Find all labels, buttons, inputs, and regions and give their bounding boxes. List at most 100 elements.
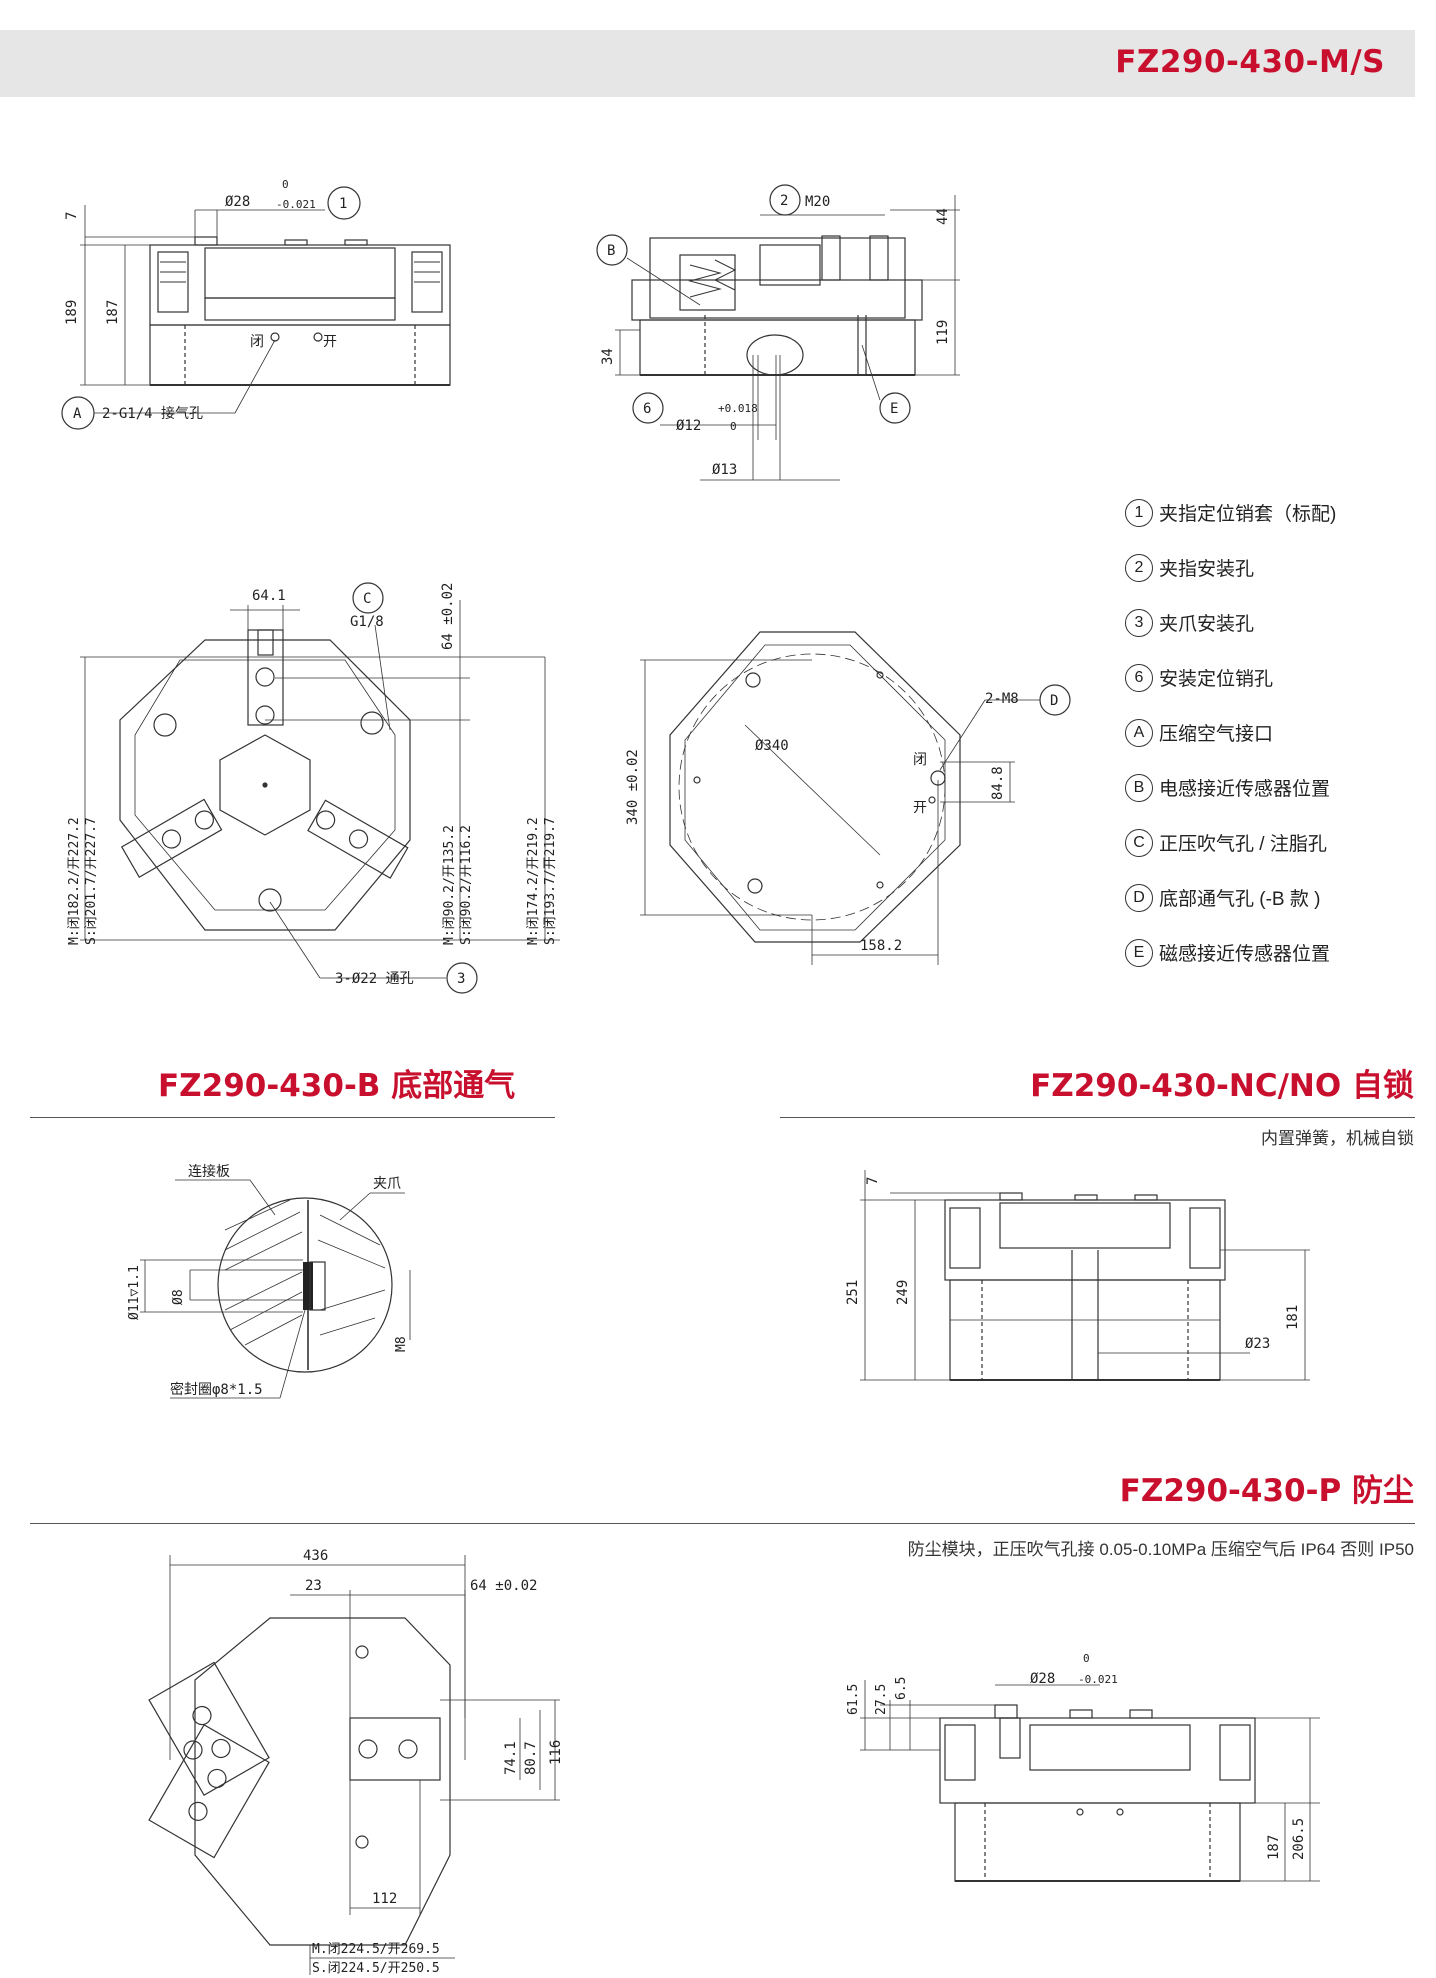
dim-text: Ø28 (1030, 1671, 1055, 1687)
dim-text: S:闭193.7/开219.7 (543, 817, 558, 945)
legend-item: E 磁感接近传感器位置 (1125, 925, 1336, 980)
dim-text: 189 (64, 300, 80, 325)
self-lock-note: 内置弹簧，机械自锁 (1261, 1129, 1414, 1148)
drawing-dustproof-side (860, 1680, 1320, 1882)
dim-text: +0.018 (718, 402, 758, 415)
dim-text: 密封圈φ8*1.5 (170, 1381, 263, 1398)
dim-text: 206.5 (1291, 1818, 1307, 1860)
legend-item: D 底部通气孔 (-B 款 ) (1125, 870, 1336, 925)
dim-text: M.闭224.5/开269.5 (312, 1942, 440, 1957)
svg-text:D: D (1050, 693, 1058, 709)
drawing-side-view-ms (61, 186, 451, 430)
page-title: FZ290-430-M/S (1115, 44, 1385, 80)
dim-text: 开 (913, 800, 927, 816)
legend-mark: 1 (1125, 498, 1153, 527)
dim-text: S.闭224.5/开250.5 (312, 1961, 440, 1976)
dim-text: 3-Ø22 通孔 (335, 971, 414, 987)
dim-text: 158.2 (860, 938, 902, 954)
legend-mark: A (1125, 718, 1153, 747)
drawing-bottom-view (640, 631, 1071, 965)
dim-text: 夹爪 (373, 1176, 401, 1192)
dim-text: 0 (1083, 1652, 1090, 1665)
dim-text: 112 (372, 1891, 397, 1907)
dim-text: 181 (1285, 1305, 1301, 1330)
legend-text: 压缩空气接口 (1159, 724, 1274, 745)
legend-mark: B (1125, 773, 1153, 802)
dim-text: M8 (394, 1336, 409, 1352)
legend-mark: C (1125, 828, 1153, 857)
drawing-top-view (80, 582, 560, 994)
dim-text: 80.7 (523, 1741, 539, 1775)
dim-text: 23 (305, 1578, 322, 1594)
svg-text:C: C (363, 591, 371, 607)
dim-text: 0 (282, 178, 289, 191)
legend-text: 底部通气孔 (-B 款 ) (1159, 889, 1321, 910)
dim-text: 2-M8 (985, 691, 1019, 707)
dim-text: 开 (323, 334, 337, 350)
legend-text: 磁感接近传感器位置 (1159, 944, 1331, 965)
dim-text: M20 (805, 194, 830, 210)
section-title-dustproof: FZ290-430-P 防尘 (1119, 1473, 1414, 1509)
legend-item: 1 夹指定位销套（标配) (1125, 485, 1336, 540)
legend-text: 电感接近传感器位置 (1159, 779, 1331, 800)
drawing-vent-section (140, 1179, 411, 1399)
section-divider (780, 1117, 1415, 1118)
dim-text: M:闭90.2/开135.2 (442, 825, 457, 945)
dim-text: 44 (935, 208, 951, 225)
dim-text: 闭 (913, 752, 927, 768)
section-title-self-lock: FZ290-430-NC/NO 自锁 (1030, 1068, 1414, 1104)
svg-text:1: 1 (339, 196, 347, 212)
section-divider (30, 1117, 555, 1118)
svg-text:B: B (607, 243, 615, 259)
dim-text: Ø340 (755, 738, 789, 754)
section-divider (30, 1523, 1415, 1524)
dim-text: 187 (1266, 1835, 1282, 1860)
legend-text: 安装定位销孔 (1159, 669, 1274, 690)
dim-text: 7 (64, 212, 80, 220)
legend-mark: 3 (1125, 608, 1153, 637)
legend-mark: D (1125, 883, 1153, 912)
dim-text: Ø8 (171, 1289, 186, 1305)
svg-text:6: 6 (643, 401, 651, 417)
svg-text:A: A (73, 406, 82, 422)
legend-mark: 6 (1125, 663, 1153, 692)
dim-text: M:闭174.2/开219.2 (526, 817, 541, 945)
dim-text: 436 (303, 1548, 328, 1564)
dim-text: -0.021 (276, 198, 316, 211)
legend-text: 正压吹气孔 / 注脂孔 (1159, 834, 1327, 855)
dim-text: 187 (105, 300, 121, 325)
legend-mark: 2 (1125, 553, 1153, 582)
dim-text: -0.021 (1078, 1673, 1118, 1686)
dustproof-note: 防尘模块，正压吹气孔接 0.05-0.10MPa 压缩空气后 IP64 否则 I… (907, 1540, 1414, 1559)
header-bar: FZ290-430-M/S (0, 30, 1415, 97)
dim-text: 74.1 (503, 1741, 519, 1775)
legend-item: C 正压吹气孔 / 注脂孔 (1125, 815, 1336, 870)
dim-text: 27.5 (874, 1684, 889, 1715)
dim-text: Ø28 (225, 194, 250, 210)
dim-text: 340 ±0.02 (625, 749, 641, 825)
dim-text: Ø13 (712, 462, 737, 478)
dim-text: 84.8 (990, 766, 1006, 800)
legend-text: 夹爪安装孔 (1159, 614, 1255, 635)
dim-text: 116 (548, 1740, 564, 1765)
dim-text: 7 (865, 1177, 881, 1185)
dim-text: 61.5 (846, 1684, 861, 1715)
dim-text: 34 (600, 348, 616, 365)
svg-text:2: 2 (780, 193, 788, 209)
dim-text: 251 (845, 1280, 861, 1305)
legend-item: A 压缩空气接口 (1125, 705, 1336, 760)
dim-text: Ø23 (1245, 1336, 1270, 1352)
dim-text: 249 (895, 1280, 911, 1305)
dim-text: M:闭182.2/开227.2 (67, 817, 82, 945)
svg-text:E: E (890, 401, 898, 417)
legend-text: 夹指定位销套（标配) (1159, 504, 1337, 525)
dim-text: S:闭201.7/开227.7 (84, 817, 99, 945)
dim-text: G1/8 (350, 614, 384, 630)
legend-mark: E (1125, 938, 1153, 967)
dim-text: 64.1 (252, 588, 286, 604)
dim-text: 64 ±0.02 (440, 583, 456, 650)
section-title-bottom-vent: FZ290-430-B 底部通气 (158, 1068, 516, 1104)
dim-text: 闭 (250, 334, 264, 350)
